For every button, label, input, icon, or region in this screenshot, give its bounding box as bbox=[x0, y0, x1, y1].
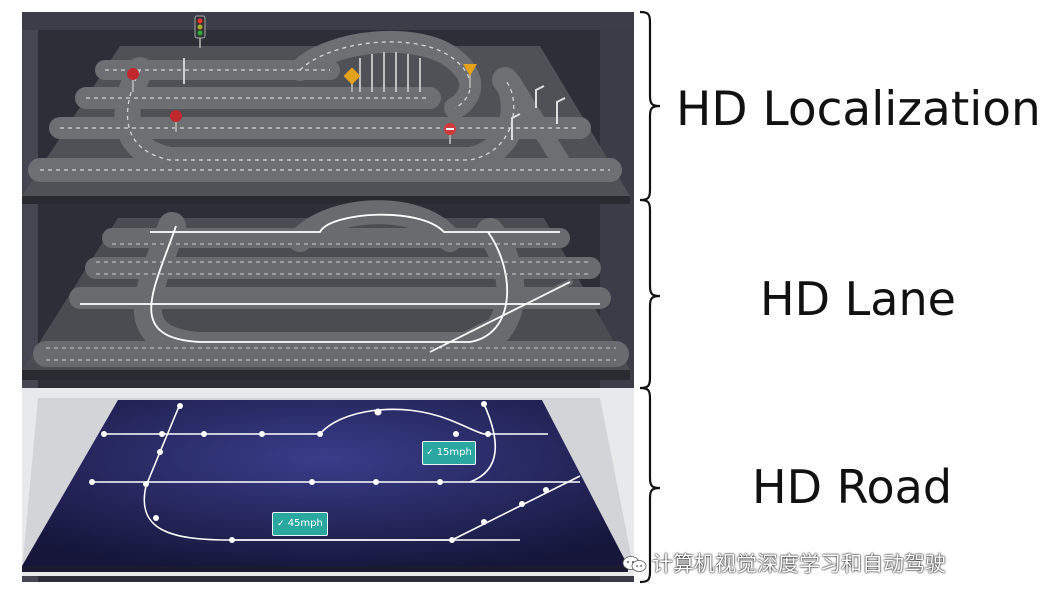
stop-sign-icon bbox=[127, 68, 139, 92]
road-layer bbox=[22, 388, 634, 576]
speed-sign-45mph: ✓45mph bbox=[272, 512, 328, 536]
street-lamps bbox=[511, 85, 566, 140]
lane-layer bbox=[22, 200, 630, 380]
stop-sign-icon bbox=[170, 110, 182, 132]
road-graph-edges bbox=[92, 403, 581, 541]
traffic-light-icon bbox=[194, 15, 206, 48]
layer-bracket bbox=[639, 10, 661, 584]
lane-roads bbox=[33, 200, 629, 367]
speed-sign-label: 45mph bbox=[287, 518, 323, 529]
yield-sign-icon bbox=[463, 64, 477, 88]
layer-label-localization: HD Localization bbox=[676, 82, 1041, 137]
warning-sign-icon bbox=[343, 67, 361, 92]
layer-label-road: HD Road bbox=[752, 460, 953, 514]
speed-sign-15mph: ✓15mph bbox=[422, 441, 476, 465]
overpass-pillars bbox=[359, 52, 421, 92]
speed-sign-label: 15mph bbox=[436, 447, 472, 458]
localization-layer bbox=[22, 15, 630, 204]
layer-label-lane: HD Lane bbox=[760, 272, 956, 326]
no-entry-sign-icon bbox=[444, 123, 456, 144]
lane-lines bbox=[80, 213, 600, 353]
wechat-icon bbox=[622, 556, 647, 572]
road-graph-nodes bbox=[89, 401, 549, 543]
check-icon: ✓ bbox=[426, 448, 434, 458]
watermark-text: 计算机视觉深度学习和自动驾驶 bbox=[652, 552, 946, 576]
watermark: 计算机视觉深度学习和自动驾驶 bbox=[622, 548, 946, 578]
check-icon: ✓ bbox=[277, 519, 285, 529]
